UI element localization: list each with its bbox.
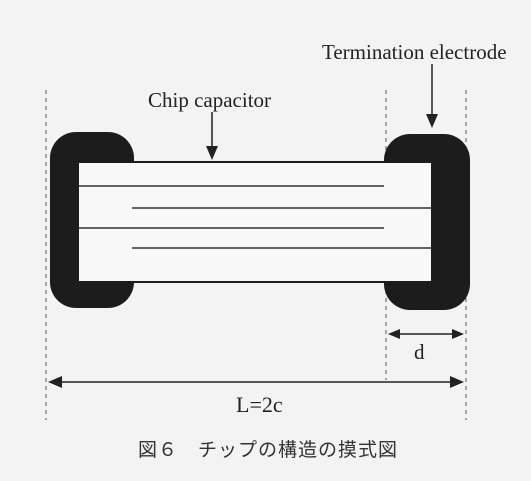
length-arrow-left — [48, 376, 62, 388]
termination-arrow-head — [426, 114, 438, 128]
chip-capacitor-label: Chip capacitor — [148, 88, 272, 112]
figure-caption: 図６ チップの構造の摸式図 — [138, 439, 399, 461]
length-dimension-label: L=2c — [236, 392, 283, 417]
capacitor-body — [77, 161, 433, 283]
d-arrow-left — [388, 329, 400, 339]
length-arrow-right — [450, 376, 464, 388]
d-arrow-right — [452, 329, 464, 339]
chip-arrow-head — [206, 146, 218, 160]
termination-electrode-label: Termination electrode — [322, 40, 507, 64]
d-dimension-label: d — [414, 340, 425, 364]
